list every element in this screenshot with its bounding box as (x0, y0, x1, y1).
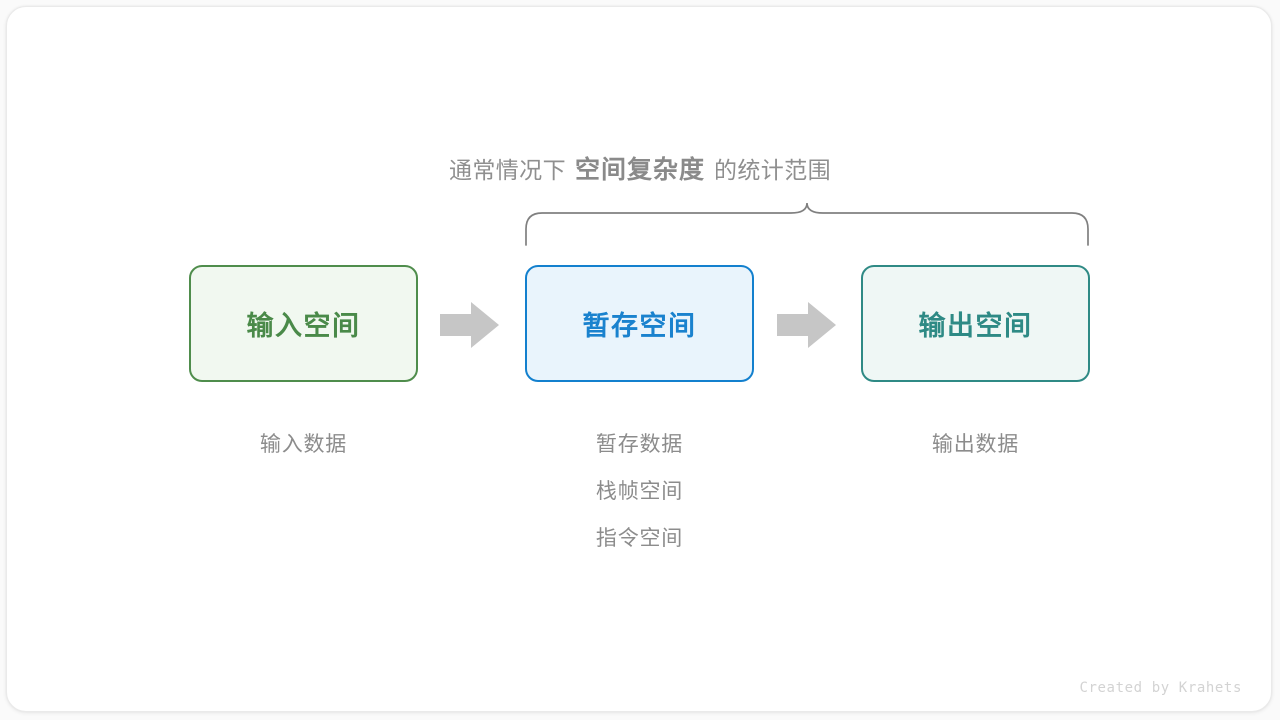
right-arrow-icon (440, 302, 500, 348)
sublabel-item: 暂存数据 (595, 433, 684, 456)
stage-box-output[interactable]: 输出空间 (861, 265, 1090, 382)
sublabel-item: 指令空间 (595, 527, 684, 550)
caption-prefix: 通常情况下 (448, 157, 566, 183)
sublabels-input: 输入数据 (189, 421, 418, 468)
sublabels-output: 输出数据 (861, 421, 1090, 468)
credit-text: Created by Krahets (1079, 680, 1242, 696)
figure-caption: 通常情况下空间复杂度的统计范围 (0, 150, 1280, 186)
sublabel-item: 输出数据 (931, 433, 1020, 456)
sublabel-item: 输入数据 (259, 433, 348, 456)
stage-box-input[interactable]: 输入空间 (189, 265, 418, 382)
curly-brace (518, 195, 1098, 260)
caption-emphasis: 空间复杂度 (574, 156, 705, 184)
stage-box-input-label: 输入空间 (246, 311, 361, 341)
right-arrow-icon (777, 302, 837, 348)
sublabels-temp: 暂存数据 栈帧空间 指令空间 (525, 421, 754, 562)
stage-box-temp-label: 暂存空间 (582, 311, 697, 341)
sublabel-item: 栈帧空间 (595, 480, 684, 503)
stage-box-temp[interactable]: 暂存空间 (525, 265, 754, 382)
caption-suffix: 的统计范围 (714, 157, 831, 183)
stage-box-output-label: 输出空间 (918, 311, 1033, 341)
